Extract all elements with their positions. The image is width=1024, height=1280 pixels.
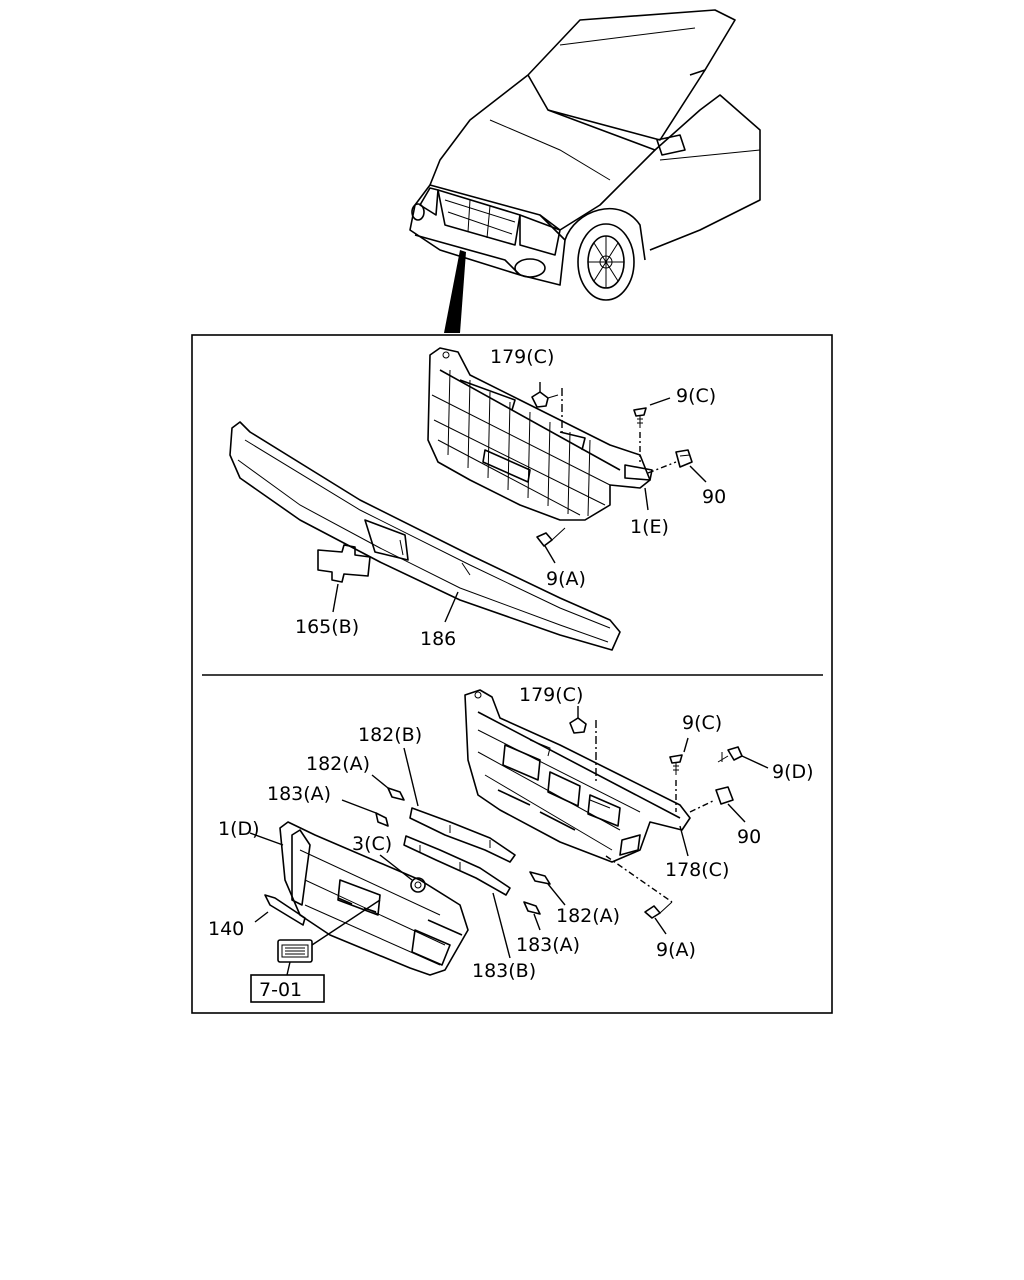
grille-1e [427,347,653,521]
ref-box-7-01[interactable] [250,974,325,1003]
label-182b: 182(B) [358,724,422,746]
molding-186 [229,421,621,651]
vehicle-illustration [409,9,761,333]
label-9a-upper: 9(A) [546,568,586,590]
label-183a-top: 183(A) [267,783,331,805]
label-182a-right: 182(A) [556,905,620,927]
label-179c-lower: 179(C) [519,684,583,706]
label-178c: 178(C) [665,859,729,881]
trim-182a-right [529,871,566,906]
label-186: 186 [420,628,456,650]
label-1e: 1(E) [630,516,669,538]
grille-frame-rear [464,689,691,863]
screw-9c-upper [633,397,671,462]
label-9c-upper: 9(C) [676,385,716,407]
screw-9d [717,746,769,769]
screw-9c-lower [669,737,689,812]
emblem-165b [317,544,371,583]
label-3c: 3(C) [352,833,392,855]
label-179c-upper: 179(C) [490,346,554,368]
screw-9a-upper [536,527,566,564]
trim-182a-top [371,774,405,801]
lower-panel: 7-01 179(C) 182(B) 182(A) 183(A) 1(D) 3(… [208,684,814,1003]
screw-9a-lower [605,855,673,935]
label-182a-top: 182(A) [306,753,370,775]
label-183a-bottom: 183(A) [516,934,580,956]
label-183b: 183(B) [472,960,536,982]
trim-182b [403,747,516,863]
clip-90-lower [689,786,746,823]
label-9d: 9(D) [772,761,814,783]
nut-3c [379,854,426,893]
trim-183a-top [341,799,389,827]
clip-90-upper [647,449,707,483]
trim-183b [403,835,511,959]
part-140 [254,894,306,926]
label-9a-lower: 9(A) [656,939,696,961]
label-140: 140 [208,918,244,940]
grille-1d [249,821,469,976]
label-90-upper: 90 [702,486,726,508]
label-90-lower: 90 [737,826,761,848]
upper-panel: 179(C) 9(C) 90 1(E) 9(A) 165(B) 186 [229,346,726,651]
label-165b: 165(B) [295,616,359,638]
bolt-179c-lower [569,706,597,782]
label-9c-lower: 9(C) [682,712,722,734]
bolt-179c [531,382,563,436]
trim-183a-bottom [523,901,541,931]
label-1d: 1(D) [218,818,260,840]
diagram-frame [191,334,833,1014]
badge-emblem [277,899,381,976]
label-ref-7-01: 7-01 [259,979,302,1001]
